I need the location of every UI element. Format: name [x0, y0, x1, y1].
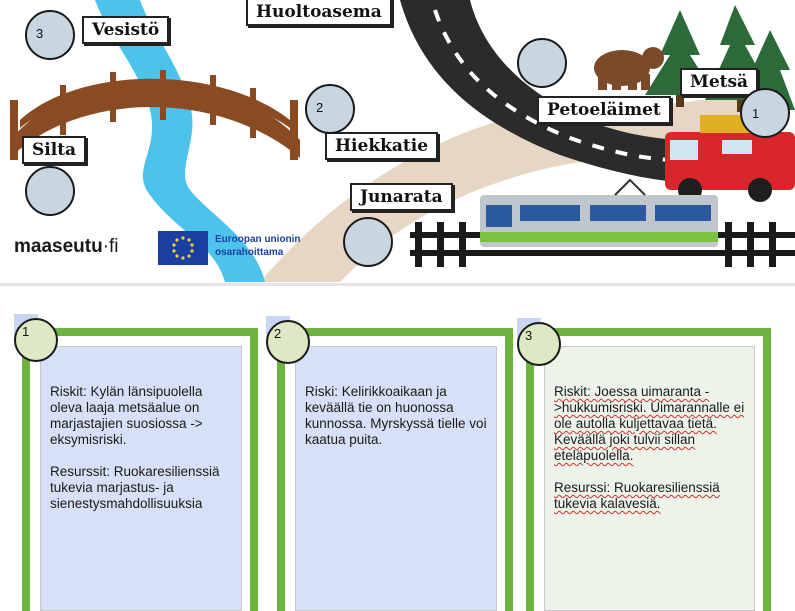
info-card-3: Riskit: Joessa uimaranta ->hukkumisriski…	[526, 328, 771, 611]
map-pin-empty[interactable]	[25, 166, 75, 216]
map-pin-3[interactable]: 3	[25, 10, 75, 60]
card-pin-3	[517, 322, 561, 366]
info-card-2: Riski: Kelirikkoaikaan ja keväällä tie o…	[277, 328, 513, 611]
map-pin-2[interactable]: 2	[305, 84, 355, 134]
label-huoltoasema: Huoltoasema	[246, 0, 392, 26]
eu-funding-text: Euroopan unionin osarahoittama	[215, 233, 301, 259]
card-pin-number: 1	[22, 324, 30, 339]
maaseutu-brand: maaseutu	[14, 236, 103, 257]
bear-illustration	[594, 47, 664, 90]
card-body	[40, 346, 242, 611]
river	[95, 0, 265, 282]
card-text[interactable]: Riskit: Kylän länsipuolella oleva laaja …	[50, 384, 234, 528]
map-pin-1[interactable]: 1	[740, 88, 790, 138]
eu-line-2: osarahoittama	[215, 247, 284, 258]
card-pin-1	[14, 318, 58, 362]
card-text[interactable]: Riski: Kelirikkoaikaan ja keväällä tie o…	[305, 384, 489, 464]
bridge	[10, 70, 300, 160]
label-junarata: Junarata	[350, 183, 453, 211]
train-illustration	[480, 178, 718, 247]
village-map: Huoltoasema Vesistö Metsä Petoeläimet Si…	[0, 0, 795, 282]
info-card-1: Riskit: Kylän länsipuolella oleva laaja …	[22, 328, 258, 611]
card-body	[295, 346, 497, 611]
road-markings	[433, 9, 671, 162]
card-resources: Resurssit: Ruokaresilienssiä tukevia mar…	[50, 464, 220, 511]
label-hiekkatie: Hiekkatie	[325, 132, 439, 160]
asphalt-road	[400, 0, 680, 182]
card-risks: Riskit: Joessa uimaranta ->hukkumisriski…	[554, 384, 745, 463]
label-silta: Silta	[22, 136, 87, 164]
card-text[interactable]: Riskit: Joessa uimaranta ->hukkumisriski…	[554, 384, 747, 528]
maaseutu-logo: maaseutu·fi	[14, 236, 119, 257]
card-resources: Resurssi: Ruokaresilienssiä tukevia kala…	[554, 480, 720, 511]
section-divider	[0, 283, 795, 286]
eu-flag-icon	[158, 231, 208, 265]
card-body	[544, 346, 755, 611]
card-risks: Riskit: Kylän länsipuolella oleva laaja …	[50, 384, 203, 447]
card-pin-number: 3	[525, 328, 533, 343]
card-pin-number: 2	[274, 326, 282, 341]
map-pin-number: 1	[752, 106, 760, 121]
card-risks: Riski: Kelirikkoaikaan ja keväällä tie o…	[305, 384, 487, 447]
map-pin-empty[interactable]	[517, 38, 567, 88]
card-pin-2	[266, 320, 310, 364]
maaseutu-suffix: fi	[109, 236, 119, 257]
label-metsa: Metsä	[680, 68, 759, 96]
label-vesisto: Vesistö	[82, 16, 170, 44]
map-pin-empty[interactable]	[343, 217, 393, 267]
map-pin-number: 2	[316, 100, 324, 115]
eu-line-1: Euroopan unionin	[215, 234, 301, 245]
label-petoelaimet: Petoeläimet	[537, 96, 671, 124]
map-pin-number: 3	[36, 26, 44, 41]
